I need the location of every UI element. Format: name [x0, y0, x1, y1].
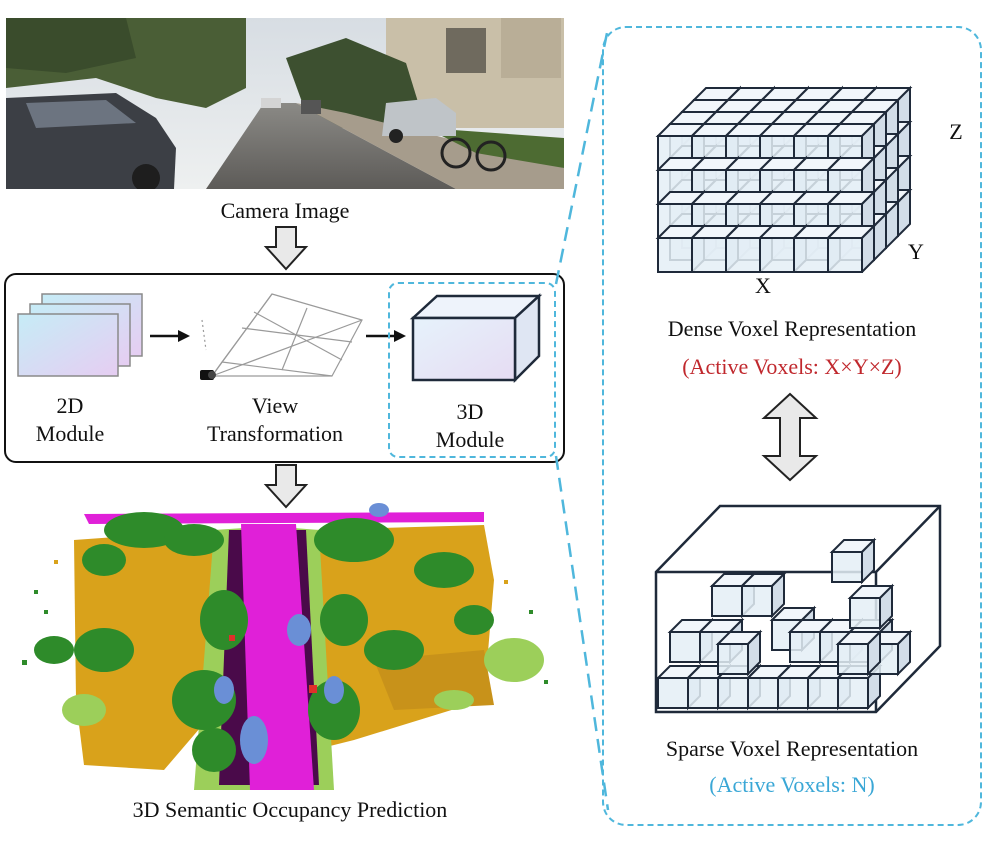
dense-active-voxels: (Active Voxels: X×Y×Z): [682, 354, 902, 379]
down-arrow-icon: [263, 464, 309, 509]
voxel-cube: [691, 237, 727, 273]
voxel-cube: [827, 237, 863, 273]
pipeline-box: [4, 273, 565, 463]
feature-maps-icon: [17, 293, 143, 377]
view-label-line2: Transformation: [206, 421, 344, 446]
sparse-active-voxels: (Active Voxels: N): [709, 772, 875, 797]
voxel-cube: [717, 643, 749, 675]
voxel-cube: [759, 237, 795, 273]
voxel-cube: [789, 631, 821, 663]
voxel-cube: [849, 597, 881, 629]
sparse-voxel-grid: [654, 504, 942, 714]
camera-image-label: Camera Image: [220, 198, 350, 223]
voxel-panel: [602, 26, 982, 826]
voxel-cube: [657, 237, 693, 273]
axis-y-label: Y: [908, 239, 924, 264]
voxel-cube: [831, 551, 863, 583]
prediction-label: 3D Semantic Occupancy Prediction: [132, 797, 448, 822]
right-arrow-icon: [366, 330, 406, 342]
module-3d-label-line1: 3D: [456, 399, 484, 424]
zoom-connector: [554, 27, 610, 811]
occupancy-prediction-image: [22, 503, 548, 790]
voxel-cube: [717, 677, 749, 709]
axis-x-label: X: [755, 273, 771, 298]
voxel-cube: [747, 677, 779, 709]
voxel-cube: [669, 631, 701, 663]
voxel-cube: [657, 677, 689, 709]
voxel-cube: [741, 585, 773, 617]
double-arrow-icon: [761, 392, 819, 482]
axis-z-label: Z: [949, 119, 963, 144]
module-3d-label-line2: Module: [435, 427, 505, 452]
right-arrow-icon: [150, 330, 190, 342]
voxel-cube: [807, 677, 839, 709]
dense-voxel-label: Dense Voxel Representation: [667, 316, 917, 341]
voxel-cube: [725, 237, 761, 273]
view-frustum-icon: [200, 293, 363, 380]
sparse-voxel-label: Sparse Voxel Representation: [665, 736, 919, 761]
view-label-line1: View: [251, 393, 299, 418]
module-3d-highlight: [388, 282, 556, 458]
voxel-cube: [837, 677, 869, 709]
dense-voxel-grid: [655, 85, 913, 273]
module-2d-label-line1: 2D: [56, 393, 84, 418]
voxel-cube: [837, 643, 869, 675]
cube-icon: [409, 293, 543, 384]
down-arrow-icon: [263, 226, 309, 271]
voxel-cube: [687, 677, 719, 709]
voxel-cube: [711, 585, 743, 617]
voxel-cube: [777, 677, 809, 709]
camera-image: [6, 18, 564, 189]
voxel-cube: [793, 237, 829, 273]
module-2d-label-line2: Module: [35, 421, 105, 446]
